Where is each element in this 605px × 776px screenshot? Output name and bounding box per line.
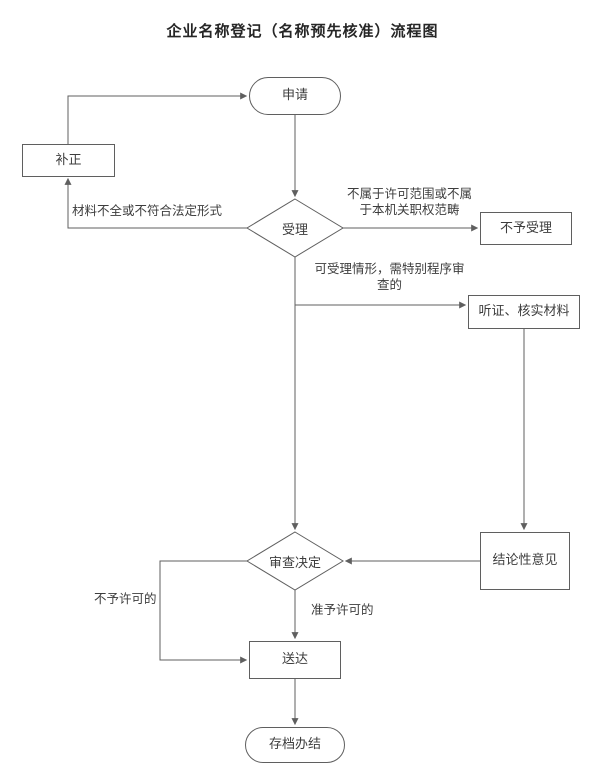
node-reject-acceptance-label: 不予受理 — [499, 220, 552, 236]
node-archive: 存档办结 — [245, 727, 345, 763]
acceptance-diamond-shape — [246, 198, 344, 258]
edge-label-not-permitted: 不予许可的 — [94, 591, 157, 606]
node-hearing: 听证、核实材料 — [468, 295, 580, 329]
node-apply-label: 申请 — [281, 88, 308, 104]
review-diamond-shape — [246, 531, 344, 591]
node-correction: 补正 — [22, 144, 115, 177]
edge-label-special-procedure: 可受理情形，需特别程序审查的 — [314, 261, 465, 293]
edge-label-incomplete-materials: 材料不全或不符合法定形式 — [72, 203, 223, 218]
edge-review-notpermitted-to-delivery — [159, 560, 248, 664]
node-hearing-label: 听证、核实材料 — [478, 304, 570, 320]
edge-acceptance-to-correction — [64, 177, 247, 229]
node-reject-acceptance: 不予受理 — [480, 212, 572, 245]
node-delivery: 送达 — [249, 641, 341, 679]
node-delivery-label: 送达 — [281, 652, 308, 668]
node-apply: 申请 — [249, 77, 341, 115]
node-correction-label: 补正 — [55, 152, 82, 168]
node-conclusion: 结论性意见 — [480, 532, 570, 590]
node-archive-label: 存档办结 — [268, 737, 321, 753]
edge-label-permitted: 准予许可的 — [311, 602, 374, 617]
edge-correction-to-apply — [67, 92, 248, 144]
edge-label-out-of-scope: 不属于许可范围或不属于本机关职权范畴 — [346, 186, 472, 218]
node-conclusion-label: 结论性意见 — [492, 553, 558, 569]
page-title: 企业名称登记（名称预先核准）流程图 — [166, 22, 439, 40]
